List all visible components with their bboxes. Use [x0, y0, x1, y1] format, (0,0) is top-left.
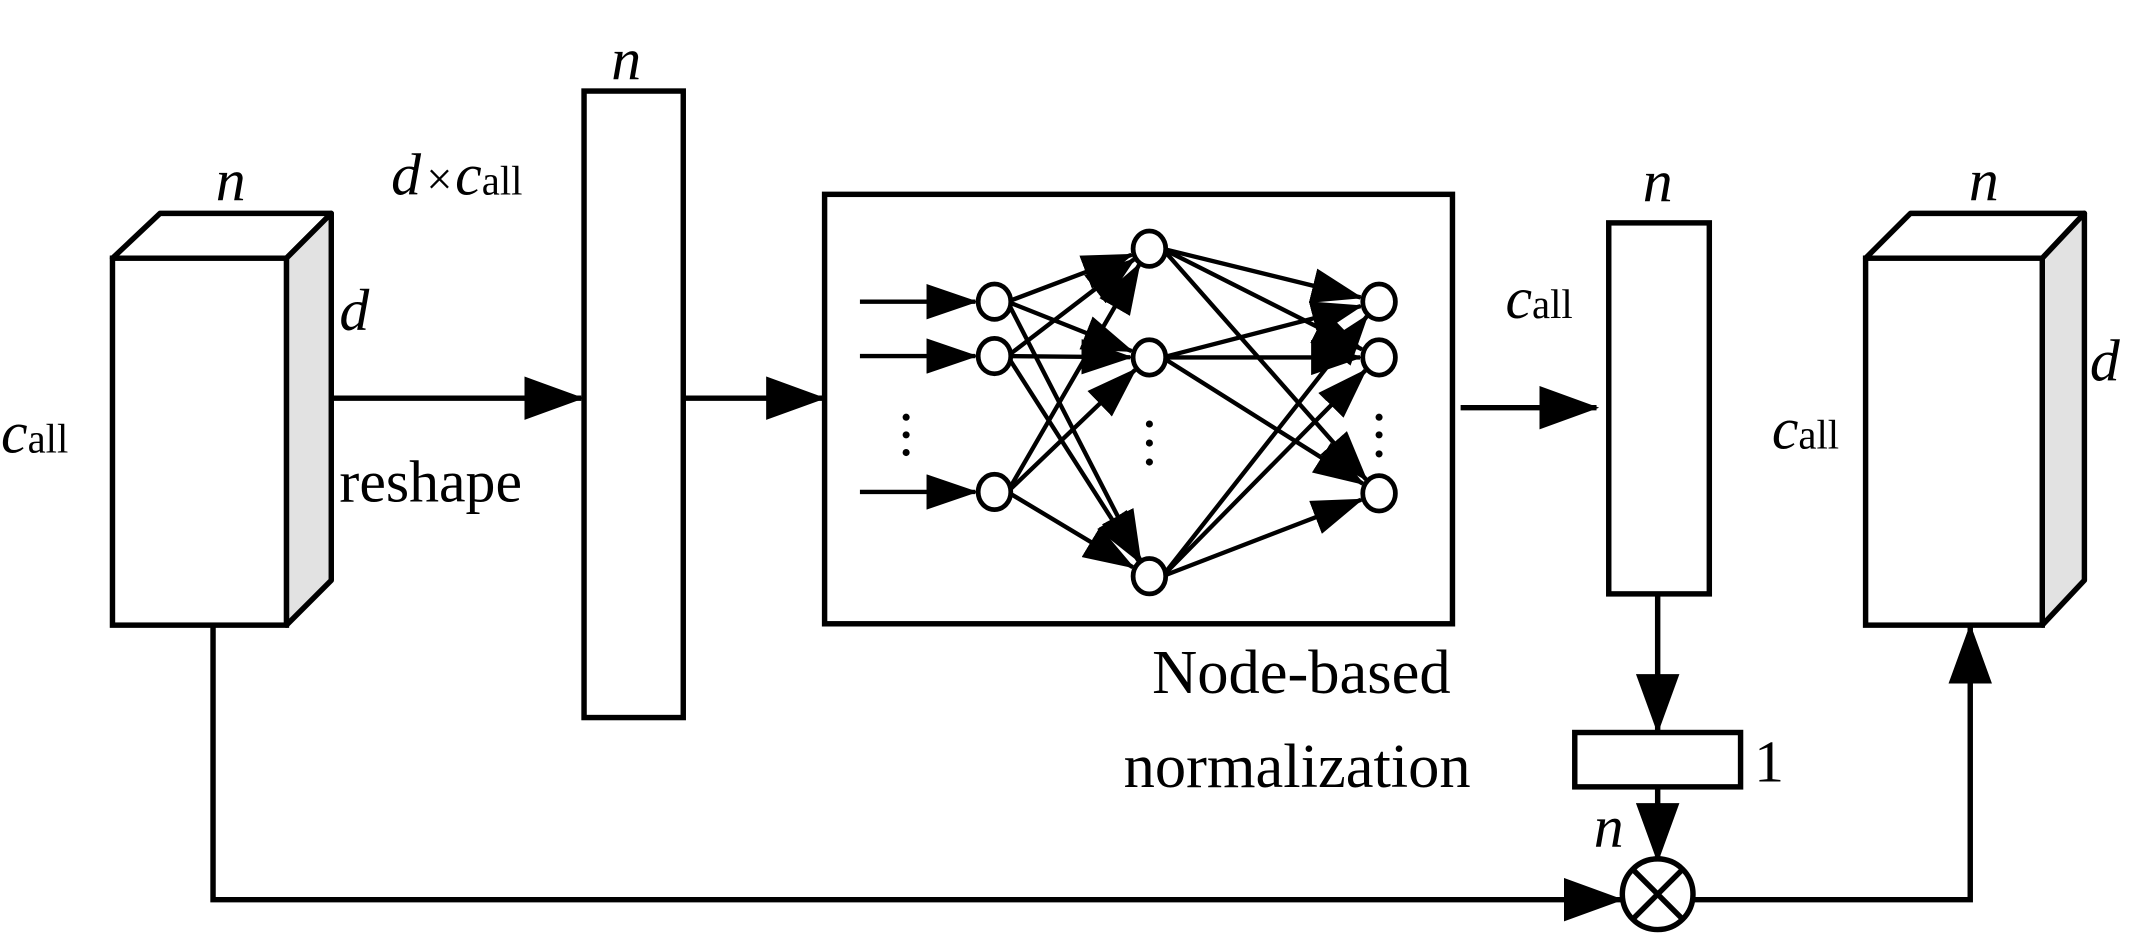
ellipsis-dot [1375, 431, 1383, 439]
label-prefix: d [391, 141, 422, 207]
label-times: × [426, 153, 452, 204]
to-output-tensor-arrow [1694, 623, 1992, 903]
input-tensor-height-label: call [1, 400, 68, 466]
output-tensor-height-label: call [1772, 395, 1839, 461]
network-node-layer2 [1130, 556, 1169, 597]
input-tensor [109, 210, 334, 628]
label-base: c [1505, 265, 1532, 331]
output-vector-height-label: call [1505, 265, 1572, 331]
network-edge [1160, 247, 1368, 482]
label-base: c [1772, 395, 1799, 461]
ellipsis-dot [1145, 439, 1153, 447]
network-edge [1161, 246, 1364, 303]
skip-connection-arrow [210, 625, 1624, 922]
network-edge [1160, 314, 1369, 578]
network-node-layer1 [975, 471, 1014, 513]
output-tensor-front-face [1862, 255, 2045, 628]
output-vector-width-label: n [1643, 148, 1673, 214]
label-sub: all [1532, 282, 1573, 327]
output-tensor-width-label: n [1969, 147, 1999, 213]
input-tensor-depth-label: d [339, 277, 370, 343]
neural-network [859, 228, 1398, 597]
network-node-layer3 [1360, 473, 1398, 514]
reshaped-tensor-height-label: d×call [391, 141, 522, 207]
network-edge [1006, 368, 1137, 494]
ellipsis-dot [902, 413, 910, 421]
network-node-layer1 [975, 281, 1014, 322]
input-tensor-front-face [109, 255, 290, 628]
network-edge [1005, 354, 1141, 563]
multiply-circle-icon [1619, 856, 1696, 933]
network-caption-line1: Node-based [1152, 637, 1451, 707]
reshape-label: reshape [339, 448, 522, 514]
input-tensor-side-face [283, 210, 334, 628]
ellipsis-dot [1145, 458, 1153, 466]
network-node-layer3 [1360, 337, 1398, 378]
output-tensor-side-face [2039, 210, 2088, 628]
norm-vector-width-label: n [1594, 794, 1624, 860]
output-tensor-depth-label: d [2090, 328, 2121, 394]
reshaped-tensor [581, 88, 686, 721]
network-edge [1007, 339, 1134, 375]
network-edge [1006, 490, 1136, 569]
output-vector [1606, 220, 1713, 597]
reshaped-tensor-width-label: n [611, 26, 641, 92]
network-node-layer2 [1130, 228, 1169, 269]
norm-vector-height-label: 1 [1754, 728, 1784, 794]
network-edge [1005, 262, 1142, 494]
ellipsis-dot [1375, 450, 1383, 458]
network-caption-line2: normalization [1124, 731, 1471, 801]
network-edge [1161, 497, 1364, 579]
ellipsis-dot [1145, 420, 1153, 428]
ellipsis-dot [1375, 413, 1383, 421]
network-node-layer1 [975, 336, 1014, 377]
ellipsis-dot [902, 431, 910, 439]
label-sub: all [28, 417, 69, 462]
label-sub: all [482, 158, 523, 203]
input-tensor-width-label: n [216, 147, 246, 213]
network-edge [1160, 368, 1368, 578]
label-base: c [1, 400, 28, 466]
network-edge [1161, 355, 1365, 486]
norm-vector [1572, 729, 1744, 790]
output-tensor [1862, 210, 2088, 628]
network-node-layer3 [1360, 281, 1398, 322]
network-node-layer2 [1130, 337, 1169, 378]
ellipsis-dot [902, 449, 910, 457]
label-sub: all [1798, 412, 1839, 457]
label-base: c [455, 141, 482, 207]
